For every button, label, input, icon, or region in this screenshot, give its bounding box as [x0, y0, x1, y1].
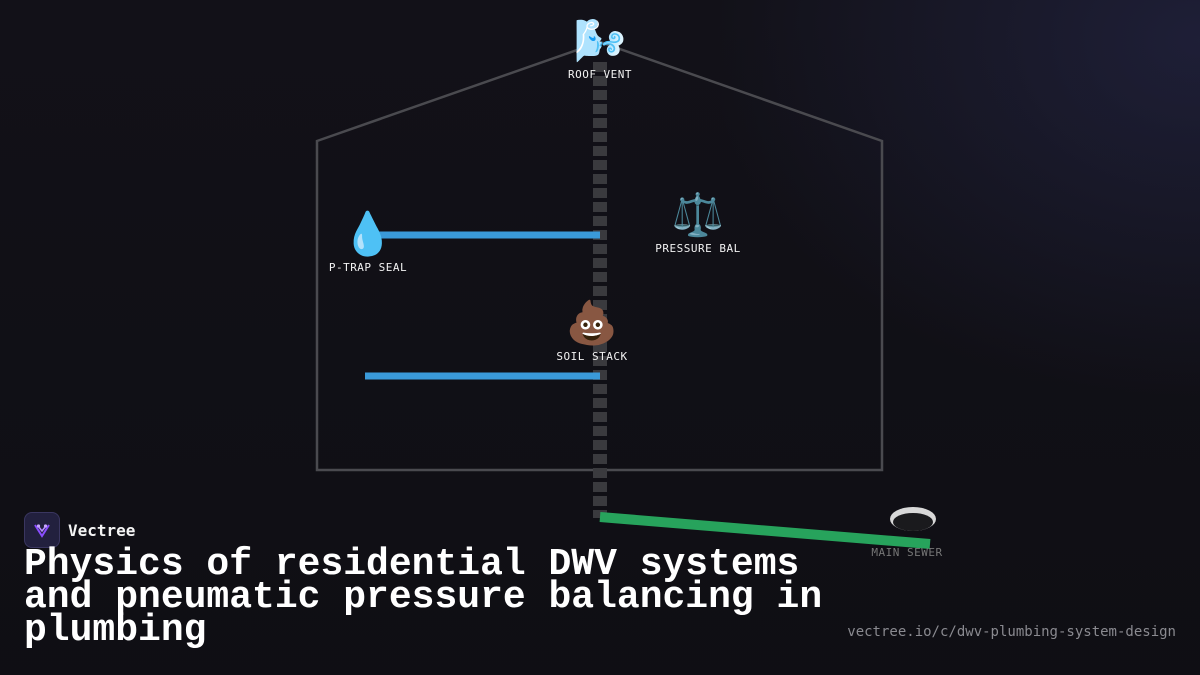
page-title: Physics of residential DWV systems and p…: [24, 543, 823, 652]
sewer-node: MAIN SEWER: [871, 542, 942, 559]
sewer-label: MAIN SEWER: [871, 546, 943, 559]
soil-stack-label: SOIL STACK: [556, 350, 628, 363]
vectree-logo-icon: [24, 512, 60, 548]
pressure-label: PRESSURE BAL: [655, 242, 741, 255]
sewer-pipe-icon: [890, 507, 936, 531]
sewer-pipe: [599, 512, 931, 549]
wind-blowing-icon: 🌬️: [573, 16, 627, 65]
roof-vent-label: ROOF VENT: [567, 68, 633, 81]
source-url[interactable]: vectree.io/c/dwv-plumbing-system-design: [847, 624, 1176, 640]
water-drop-icon: 💧: [341, 209, 395, 258]
brand-name: Vectree: [68, 520, 136, 540]
house-outline: [315, 40, 884, 472]
pressure-node: ⚖️ PRESSURE BAL: [655, 190, 741, 256]
ptrap-node: 💧 P-TRAP SEAL: [328, 209, 408, 275]
balance-scale-icon: ⚖️: [671, 190, 725, 239]
soil-stack-node: 💩 SOIL STACK: [556, 298, 628, 364]
ptrap-label: P-TRAP SEAL: [328, 261, 408, 274]
poop-icon: 💩: [565, 298, 619, 347]
roof-vent-node: 🌬️ ROOF VENT: [567, 16, 633, 82]
brand: Vectree: [24, 512, 135, 548]
